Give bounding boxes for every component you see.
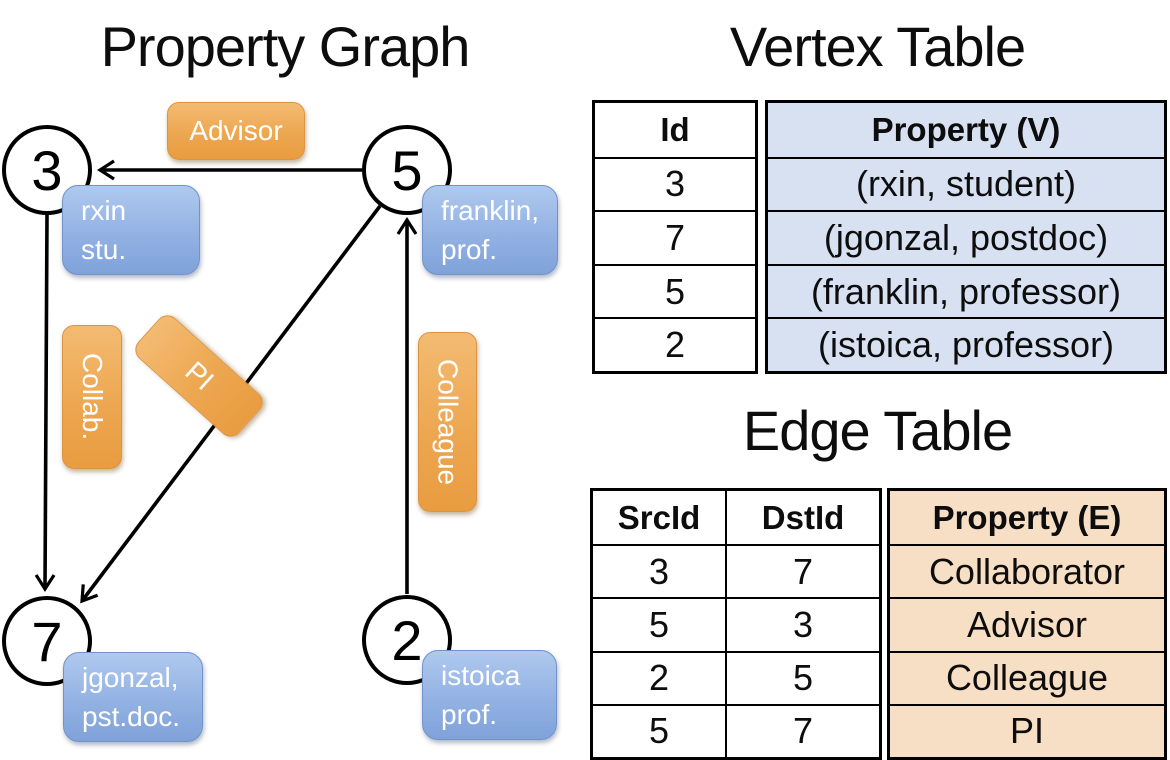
edge-arrow-collab-3-to-7 <box>34 214 56 592</box>
edge-table-srcid-header: SrcId <box>617 498 701 536</box>
vertex-table-id-column: Id 3 7 5 2 <box>592 100 758 374</box>
vertex-property-line: jgonzal, <box>82 661 179 693</box>
edge-table-srcid-cell: 2 <box>593 650 726 704</box>
vertex-property-line: rxin <box>81 194 127 226</box>
vertex-property-line: prof. <box>441 699 498 730</box>
property-graph-title: Property Graph <box>100 15 471 78</box>
vertex-id-label: 5 <box>391 138 423 202</box>
vertex-table-id-cell: 5 <box>595 263 755 318</box>
edge-label-advisor: Advisor <box>167 102 305 160</box>
edge-table-dstid-cell: 7 <box>725 703 879 757</box>
edge-table-dstid-header: DstId <box>725 491 879 545</box>
vertex-property-box-2: istoica prof. <box>422 650 557 740</box>
vertex-table-title: Vertex Table <box>729 15 1026 78</box>
vertex-table-id-cell: 2 <box>595 317 755 371</box>
vertex-property-box-5: franklin, prof. <box>422 185 558 275</box>
vertex-node-3: 3 <box>2 125 92 215</box>
edge-table-property-column: Property (E) Collaborator Advisor Collea… <box>887 488 1167 760</box>
vertex-property-line: istoica <box>441 659 521 691</box>
edge-table-property-cell: Advisor <box>890 597 1164 650</box>
edge-table-srcid-cell: 5 <box>593 703 726 757</box>
edge-table-property-header: Property (E) <box>932 498 1122 536</box>
vertex-table-property-cell: (istoica, professor) <box>768 317 1164 371</box>
edge-table-dstid-cell: 5 <box>725 650 879 704</box>
edge-table-property-cell: PI <box>890 703 1164 757</box>
vertex-property-line: pst.doc. <box>82 701 181 732</box>
vertex-table-property-cell: (franklin, professor) <box>768 263 1164 318</box>
edge-table-property-cell: Colleague <box>890 650 1164 704</box>
edge-label-text: PI <box>179 355 220 397</box>
edge-table-dstid-cell: 3 <box>725 597 879 651</box>
vertex-table-property-header: Property (V) <box>871 110 1061 148</box>
vertex-table-property-cell: (rxin, student) <box>768 156 1164 211</box>
vertex-table-id-cell: 3 <box>595 156 755 211</box>
vertex-table-property-cell: (jgonzal, postdoc) <box>768 210 1164 264</box>
edge-label-collab: Collab. <box>62 325 122 469</box>
edge-table-ids-columns: SrcId DstId 3 7 5 3 2 5 5 7 <box>590 488 882 760</box>
edge-table-property-cell: Collaborator <box>890 544 1164 597</box>
vertex-id-label: 2 <box>391 608 423 672</box>
edge-label-text: Colleague <box>432 358 464 486</box>
edge-label-colleague: Colleague <box>418 332 477 512</box>
edge-label-text: Collab. <box>77 353 108 441</box>
vertex-property-line: prof. <box>441 234 498 265</box>
vertex-table-id-header: Id <box>660 110 690 148</box>
vertex-property-box-3: rxin stu. <box>62 185 200 275</box>
vertex-table-id-cell: 7 <box>595 210 755 264</box>
vertex-id-label: 3 <box>31 138 63 202</box>
vertex-property-box-7: jgonzal, pst.doc. <box>63 652 203 742</box>
edge-label-text: Advisor <box>189 115 283 146</box>
vertex-table-property-column: Property (V) (rxin, student) (jgonzal, p… <box>765 100 1167 374</box>
edge-table-srcid-cell: 5 <box>593 597 726 650</box>
edge-table-dstid-cell: 7 <box>725 544 879 598</box>
vertex-property-line: stu. <box>81 234 127 265</box>
edge-table-srcid-cell: 3 <box>593 544 726 597</box>
vertex-id-label: 7 <box>31 609 63 673</box>
edge-table-title: Edge Table <box>742 399 1013 462</box>
vertex-property-line: franklin, <box>441 194 540 226</box>
